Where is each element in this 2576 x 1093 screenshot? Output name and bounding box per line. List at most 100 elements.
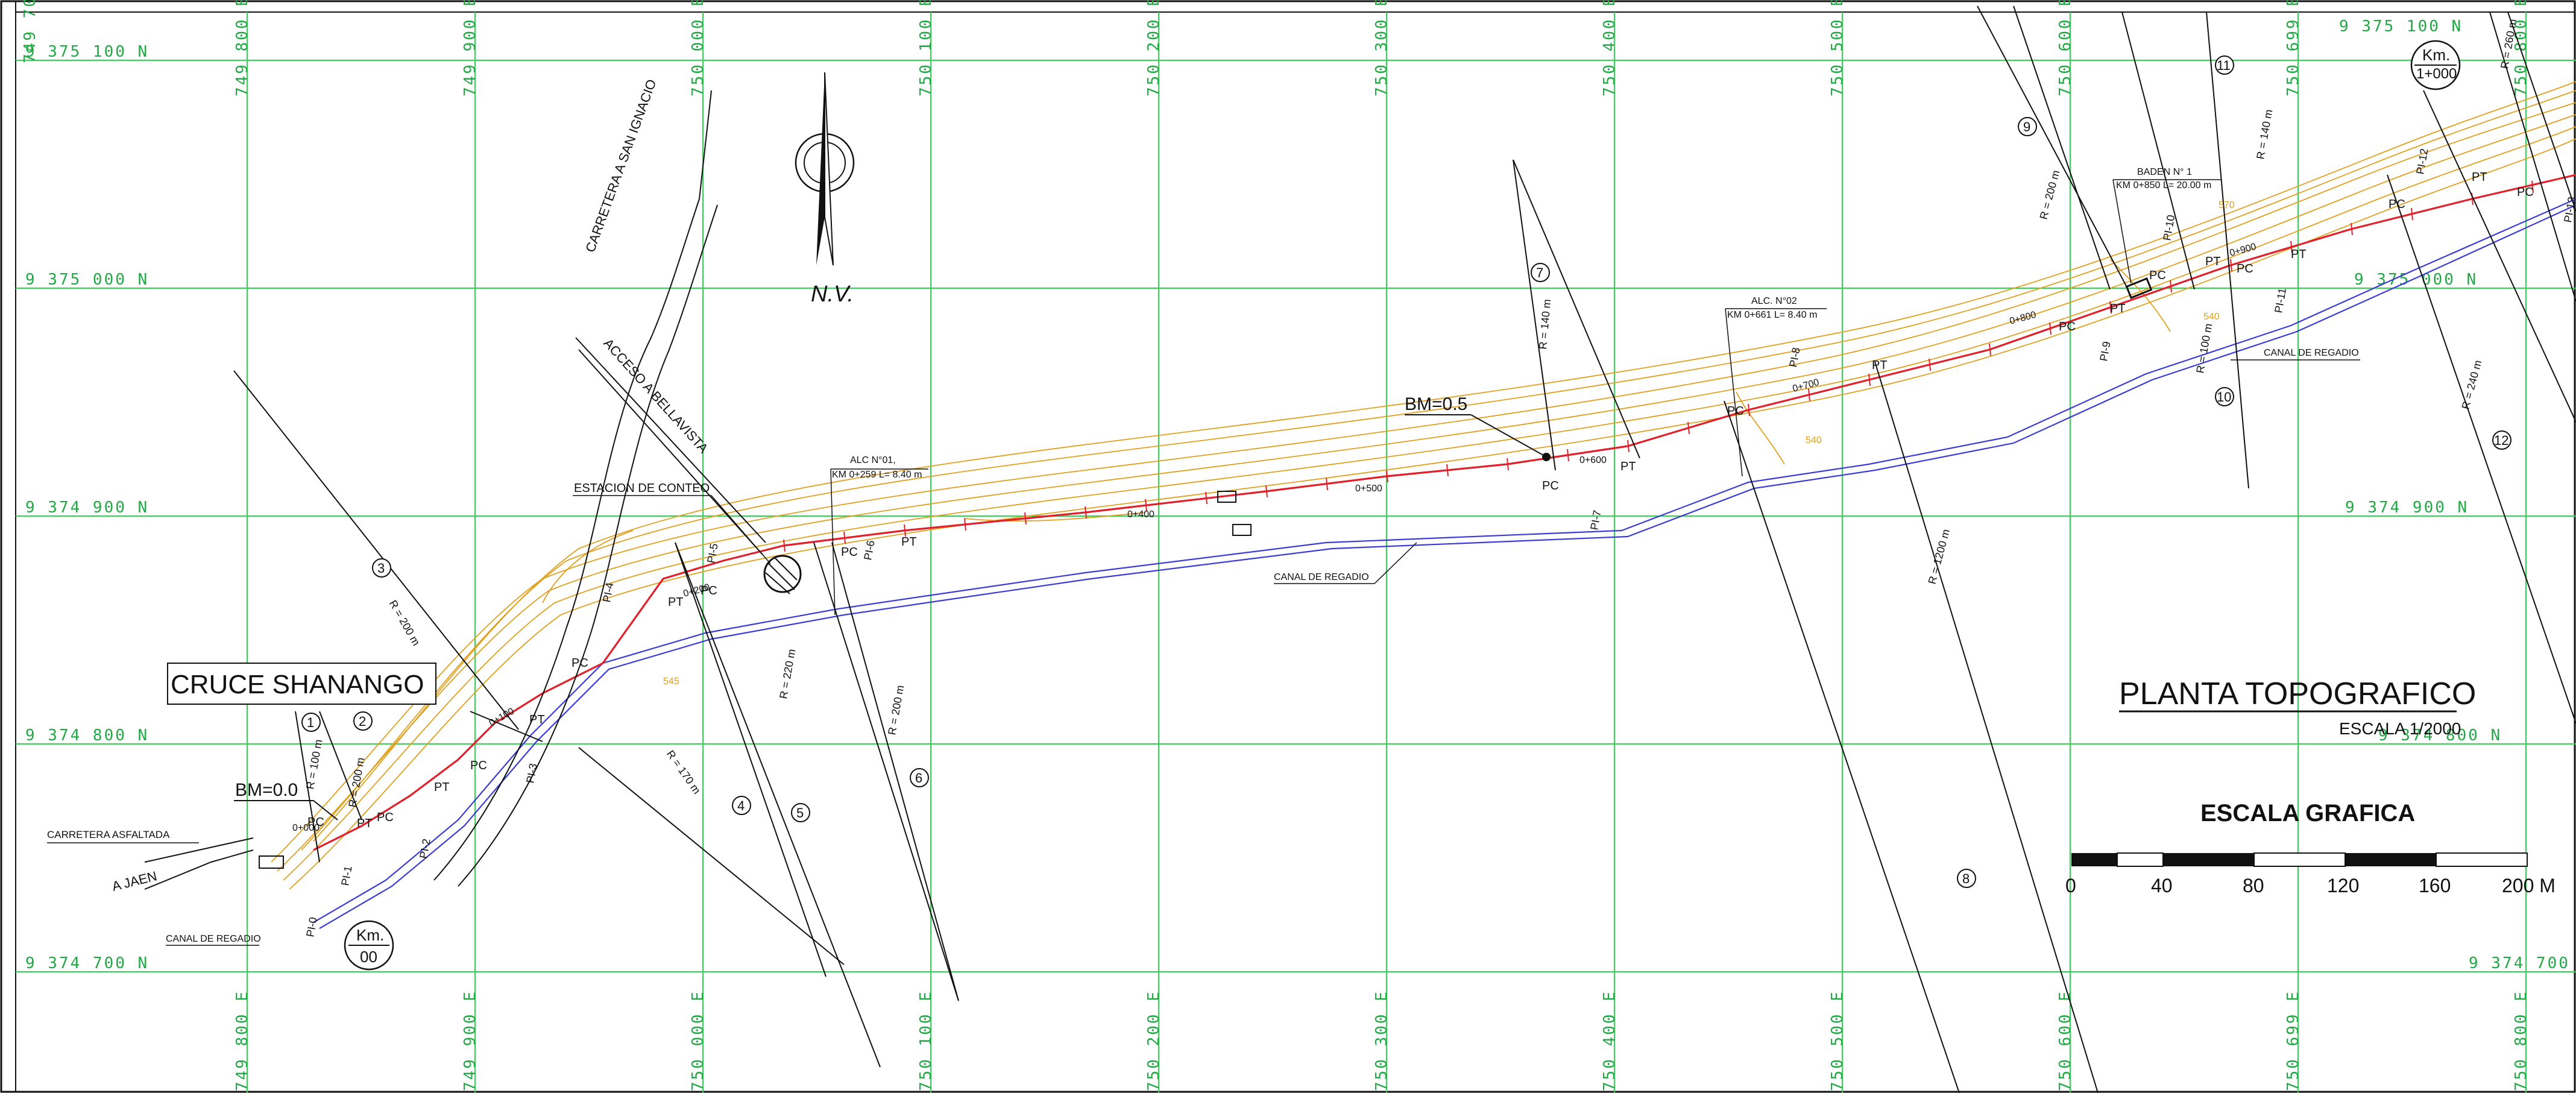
easting-label: 750 300 E bbox=[1373, 0, 1391, 96]
curve-number: 2 bbox=[359, 714, 366, 729]
radius-label: R = 200 m bbox=[387, 598, 423, 647]
easting-label: 750 100 E bbox=[917, 0, 935, 96]
easting-label: 750 000 E bbox=[689, 990, 707, 1091]
km-1000-value: 1+000 bbox=[2416, 66, 2457, 82]
radius-label: R = 100 m bbox=[304, 739, 324, 790]
station-label: 0+400 bbox=[1127, 509, 1154, 520]
alc-2-callout: ALC. N°02 KM 0+661 L= 8.40 m bbox=[1725, 296, 1827, 477]
pi-label: PI-3 bbox=[524, 763, 539, 784]
pt-label: PT bbox=[2205, 255, 2221, 268]
canal-leader bbox=[1374, 542, 1417, 584]
alc-2-detail: KM 0+661 L= 8.40 m bbox=[1727, 310, 1817, 320]
easting-label: 749 900 E bbox=[461, 990, 479, 1091]
pi-label: PI-8 bbox=[1787, 347, 1802, 368]
radius-label: R = 170 m bbox=[664, 748, 703, 796]
radius-label: R = 220 m bbox=[777, 648, 798, 700]
pc-label: PC bbox=[572, 657, 588, 670]
bm-05-label: BM=0.5 bbox=[1405, 394, 1467, 414]
northing-label: 9 374 700 N bbox=[25, 954, 149, 972]
pc-label: PC bbox=[1542, 479, 1559, 493]
road-axis bbox=[313, 174, 2576, 851]
easting-label: 750 699 E bbox=[2284, 0, 2302, 96]
scale-tick: 120 bbox=[2327, 875, 2359, 896]
curve-number: 5 bbox=[796, 805, 804, 821]
northing-label: 9 374 900 N bbox=[2345, 499, 2469, 517]
pi-label: PI-6 bbox=[861, 540, 877, 561]
station-label: 0+500 bbox=[1355, 484, 1382, 494]
pt-label: PT bbox=[1620, 460, 1636, 473]
easting-label: 750 500 E bbox=[1828, 0, 1847, 96]
northing-label: 9 374 700 N bbox=[2469, 954, 2576, 972]
pt-label: PT bbox=[2110, 302, 2126, 315]
pc-label: PC bbox=[2059, 320, 2076, 333]
curve-point-labels: PC PT PC PT PC PT PC PT PC PC PT PC PT P… bbox=[307, 171, 2534, 830]
pt-label: PT bbox=[668, 596, 684, 609]
easting-label: 750 400 E bbox=[1601, 990, 1619, 1091]
km-00-label: Km. bbox=[356, 926, 384, 944]
elevation-label: 570 bbox=[2219, 200, 2235, 210]
km-00-value: 00 bbox=[360, 948, 377, 966]
easting-label: 750 400 E bbox=[1601, 0, 1619, 96]
station-label: 0+600 bbox=[1579, 455, 1607, 465]
northing-label: 9 375 100 N bbox=[2339, 17, 2463, 36]
cruce-box bbox=[167, 663, 436, 705]
pt-label: PT bbox=[357, 817, 373, 830]
northing-labels-left: 9 375 100 N 9 375 000 N 9 374 900 N 9 37… bbox=[25, 43, 149, 972]
easting-label: 750 200 E bbox=[1145, 990, 1163, 1091]
alc-2-title: ALC. N°02 bbox=[1751, 296, 1797, 306]
scale-tick: 80 bbox=[2243, 875, 2264, 896]
station-label: 0+900 bbox=[2229, 242, 2258, 259]
north-label: N.V. bbox=[811, 282, 854, 307]
elevation-labels: 545 540 540 570 bbox=[663, 200, 2235, 687]
baden-1-title: BADEN N° 1 bbox=[2137, 167, 2192, 177]
pi-label: PI-7 bbox=[1588, 509, 1603, 531]
plan-scale: ESCALA 1/2000 bbox=[2339, 719, 2461, 738]
station-label: 0+000 bbox=[292, 823, 320, 833]
pi-label: PI-12 bbox=[2414, 148, 2430, 175]
canal-label-3: CANAL DE REGADIO bbox=[2264, 348, 2359, 358]
station-hatch bbox=[765, 557, 798, 594]
pi-label: PI-11 bbox=[2272, 287, 2288, 314]
scale-tick: 40 bbox=[2151, 875, 2173, 896]
north-arrow: N.V. bbox=[795, 72, 855, 307]
easting-label: 750 500 E bbox=[1828, 990, 1847, 1091]
curve-number: 4 bbox=[737, 798, 745, 813]
northing-label: 9 374 900 N bbox=[25, 499, 149, 517]
axis-station-ticks bbox=[783, 180, 2534, 552]
station-label: 0+700 bbox=[1792, 377, 1821, 394]
easting-labels-top: 749 700 E 749 800 E 749 900 E 750 000 E … bbox=[21, 0, 2530, 96]
km-1000-label: Km. bbox=[2422, 46, 2450, 64]
pt-label: PT bbox=[901, 535, 917, 549]
plan-title: PLANTA TOPOGRAFICO bbox=[2119, 676, 2476, 711]
baden-1-detail: KM 0+850 L= 20.00 m bbox=[2116, 180, 2211, 191]
curve-number: 6 bbox=[915, 770, 922, 786]
scale-tick: 0 bbox=[2065, 875, 2076, 896]
easting-label: 749 700 E bbox=[21, 0, 39, 63]
pc-label: PC bbox=[377, 811, 394, 824]
road-san-ignacio-label: CARRETERA A SAN IGNACIO bbox=[582, 77, 659, 254]
northing-label: 9 375 100 N bbox=[25, 43, 149, 61]
curve-number: 3 bbox=[377, 561, 385, 576]
curve-number: 11 bbox=[2217, 58, 2231, 73]
pt-label: PT bbox=[434, 781, 450, 794]
northing-labels-right: 9 375 100 N 9 375 000 N 9 374 900 N 9 37… bbox=[2339, 17, 2576, 972]
easting-label: 750 300 E bbox=[1373, 990, 1391, 1091]
easting-label: 750 600 E bbox=[2056, 0, 2074, 96]
pc-label: PC bbox=[1727, 405, 1744, 418]
station-leader bbox=[711, 495, 771, 564]
radius-label: R = 1200 m bbox=[1926, 528, 1953, 585]
road-jaen-label: A JAEN bbox=[110, 868, 159, 894]
easting-label: 749 800 E bbox=[233, 990, 251, 1091]
building bbox=[1217, 491, 1236, 503]
elevation-label: 540 bbox=[2203, 312, 2220, 322]
northing-label: 9 375 000 N bbox=[2354, 271, 2478, 289]
curve-number: 7 bbox=[1536, 265, 1543, 280]
bm-0-label: BM=0.0 bbox=[235, 780, 298, 800]
linework bbox=[144, 5, 2576, 1093]
canal-label-1: CANAL DE REGADIO bbox=[166, 934, 261, 944]
baden-structure bbox=[2125, 277, 2153, 299]
easting-label: 750 800 E bbox=[2512, 990, 2530, 1091]
building bbox=[259, 855, 284, 869]
pt-label: PT bbox=[2291, 248, 2307, 261]
